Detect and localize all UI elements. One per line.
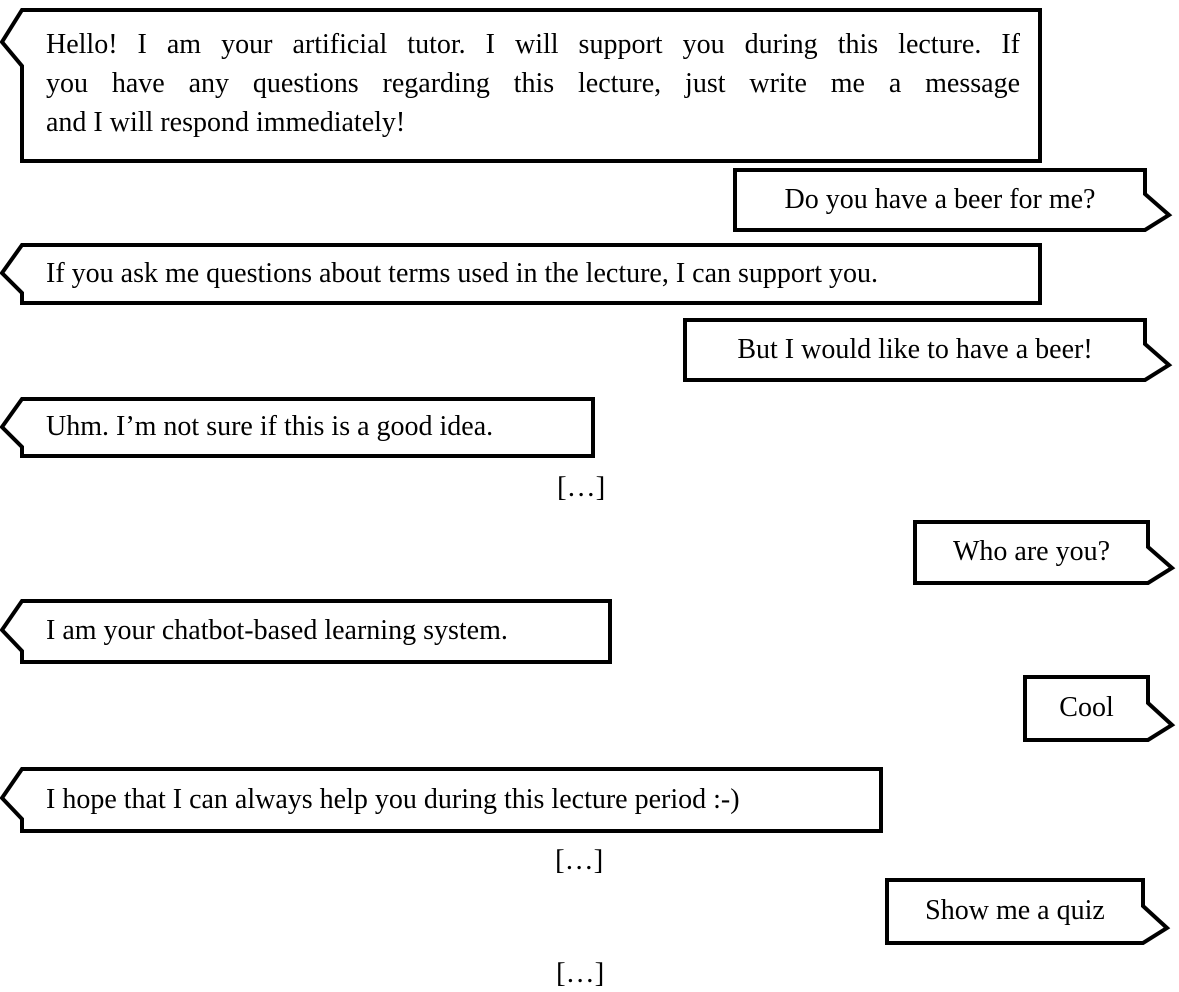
message-line: you have any questions regarding this le… — [46, 68, 1020, 99]
ellipsis-marker: […] — [555, 844, 604, 876]
message-text: Hello! I am your artificial tutor. I wil… — [20, 8, 1042, 180]
speech-bubble-right-tail-shape — [885, 878, 1171, 945]
speech-bubble-right-tail-shape — [1023, 675, 1176, 742]
message-line: Hello! I am your artificial tutor. I wil… — [46, 29, 1020, 60]
speech-bubble-left-tail-shape — [0, 397, 595, 458]
message-line: and I will respond immediately! — [46, 107, 406, 138]
message-text: If you ask me questions about terms used… — [46, 257, 879, 289]
message-text: But I would like to have a beer! — [737, 333, 1093, 365]
message-text: Uhm. I’m not sure if this is a good idea… — [46, 411, 494, 443]
speech-bubble-right-tail-shape — [683, 318, 1173, 382]
speech-bubble-right-tail-shape — [913, 520, 1176, 585]
user-message-bubble: Who are you? — [913, 520, 1176, 585]
message-text: Cool — [1059, 692, 1114, 724]
user-message-bubble: But I would like to have a beer! — [683, 318, 1173, 382]
bot-message-bubble: Uhm. I’m not sure if this is a good idea… — [0, 397, 595, 458]
message-text: Who are you? — [952, 536, 1111, 568]
user-message-bubble: Cool — [1023, 675, 1176, 742]
speech-bubble-left-tail-shape — [0, 243, 1042, 305]
message-text: I am your chatbot-based learning system. — [46, 615, 508, 647]
speech-bubble-left-tail-shape — [0, 767, 883, 833]
speech-bubble-left-tail-shape — [0, 8, 1042, 163]
message-text: Show me a quiz — [925, 895, 1105, 927]
bot-message-bubble: I am your chatbot-based learning system. — [0, 599, 612, 664]
bot-message-bubble: Hello! I am your artificial tutor. I wil… — [0, 8, 1042, 163]
bot-message-bubble: I hope that I can always help you during… — [0, 767, 883, 833]
speech-bubble-right-tail-shape — [733, 168, 1173, 232]
user-message-bubble: Do you have a beer for me? — [733, 168, 1173, 232]
user-message-bubble: Show me a quiz — [885, 878, 1171, 945]
ellipsis-marker: […] — [557, 471, 606, 503]
ellipsis-marker: […] — [556, 957, 605, 989]
message-text: I hope that I can always help you during… — [46, 783, 740, 815]
speech-bubble-left-tail-shape — [0, 599, 612, 664]
bot-message-bubble: If you ask me questions about terms used… — [0, 243, 1042, 305]
message-text: Do you have a beer for me? — [784, 183, 1096, 215]
